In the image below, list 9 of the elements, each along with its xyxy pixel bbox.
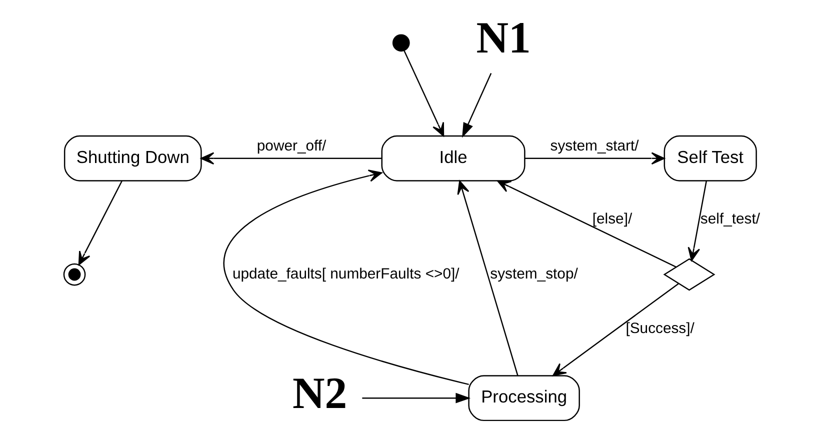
node-text: N1 [476,12,530,63]
node-text: N2 [292,368,347,418]
edge-label: power_off/ [256,138,326,154]
edge-label: system_start/ [550,138,638,154]
edge-label: update_faults[ numberFaults <>0]/ [232,266,459,282]
edge-label: self_test/ [700,212,760,228]
edge-label: [Success]/ [625,321,694,338]
edge-label: system_stop/ [490,266,578,282]
edge-label: [else]/ [592,212,632,228]
